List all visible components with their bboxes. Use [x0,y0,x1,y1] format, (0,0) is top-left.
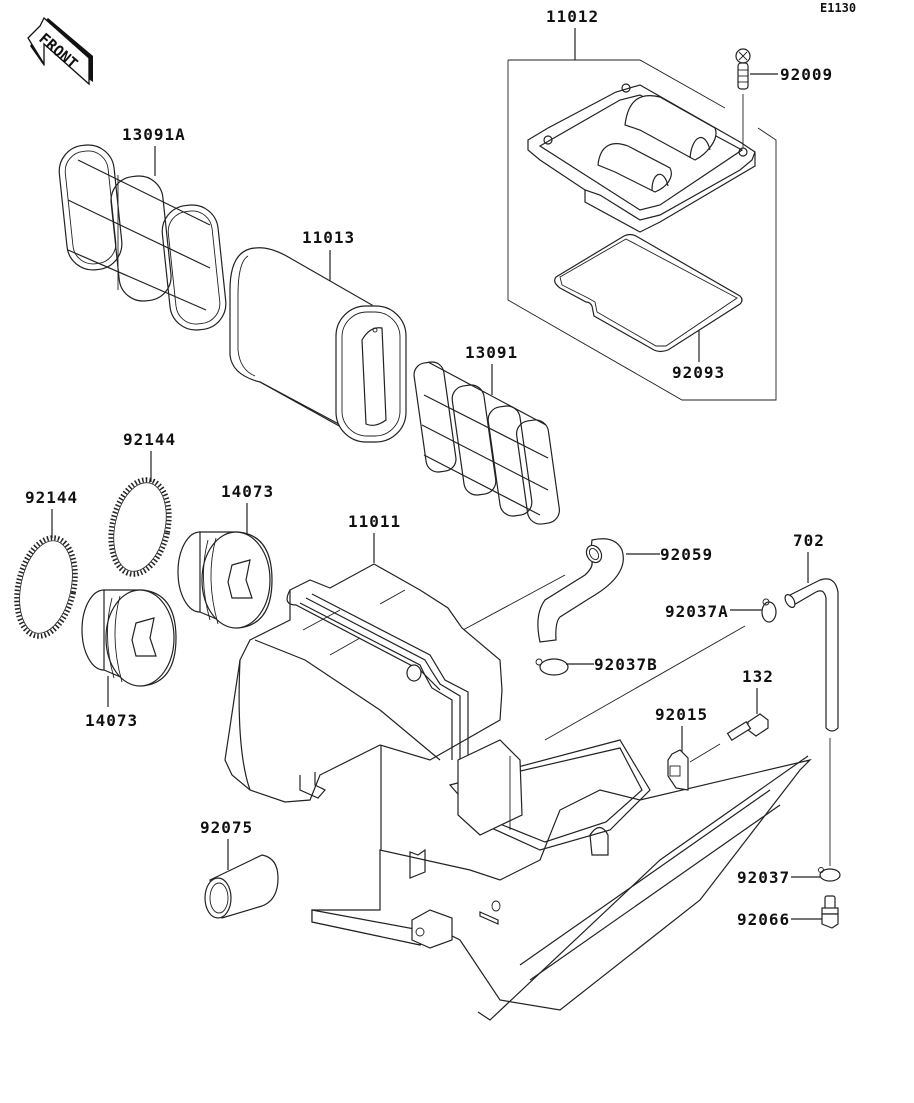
part-92144-right[interactable]: 92144 [103,430,178,580]
part-label-13091[interactable]: 13091 [465,343,518,362]
part-132[interactable]: 132 [689,667,774,763]
part-label-702[interactable]: 702 [793,531,825,550]
part-92037A[interactable]: 92037A [665,598,777,623]
air-cleaner-housing [224,563,812,1021]
part-11011[interactable]: 11011 [224,512,812,1021]
part-92066[interactable]: 92066 [737,895,839,929]
part-label-92144-left[interactable]: 92144 [25,488,78,507]
part-92093[interactable]: 92093 [554,233,743,383]
part-11012[interactable]: 11012 [507,7,777,401]
part-label-92015[interactable]: 92015 [655,705,708,724]
part-11013[interactable]: 11013 [229,228,407,443]
figure-code: E1130 [820,1,856,15]
part-label-11011[interactable]: 11011 [348,512,401,531]
part-92144-left[interactable]: 92144 [8,488,84,642]
part-13091[interactable]: 13091 [412,343,561,526]
part-label-92059[interactable]: 92059 [660,545,713,564]
part-label-92066[interactable]: 92066 [737,910,790,929]
part-label-13091A[interactable]: 13091A [122,125,186,144]
part-label-92009[interactable]: 92009 [780,65,833,84]
part-92037[interactable]: 92037 [737,867,841,888]
air-cleaner-cover [527,83,756,233]
part-92009[interactable]: 92009 [735,48,833,148]
part-92075[interactable]: 92075 [200,818,279,919]
part-14073-lower[interactable]: 14073 [81,589,177,730]
part-13091A[interactable]: 13091A [57,125,229,333]
part-92059[interactable]: 92059 [537,538,713,643]
part-702[interactable]: 702 [783,531,839,866]
part-label-11013[interactable]: 11013 [302,228,355,247]
part-label-14073-lower[interactable]: 14073 [85,711,138,730]
part-label-92075[interactable]: 92075 [200,818,253,837]
part-label-92037B[interactable]: 92037B [594,655,658,674]
part-label-92037A[interactable]: 92037A [665,602,729,621]
part-label-11012[interactable]: 11012 [546,7,599,26]
part-14073-upper[interactable]: 14073 [177,482,274,629]
part-label-14073-upper[interactable]: 14073 [221,482,274,501]
part-92037B[interactable]: 92037B [535,655,658,676]
front-arrow-icon: FRONT [27,16,93,86]
part-label-132[interactable]: 132 [742,667,774,686]
part-92015[interactable]: 92015 [655,705,708,791]
part-label-92093[interactable]: 92093 [672,363,725,382]
part-label-92037[interactable]: 92037 [737,868,790,887]
part-label-92144-right[interactable]: 92144 [123,430,176,449]
